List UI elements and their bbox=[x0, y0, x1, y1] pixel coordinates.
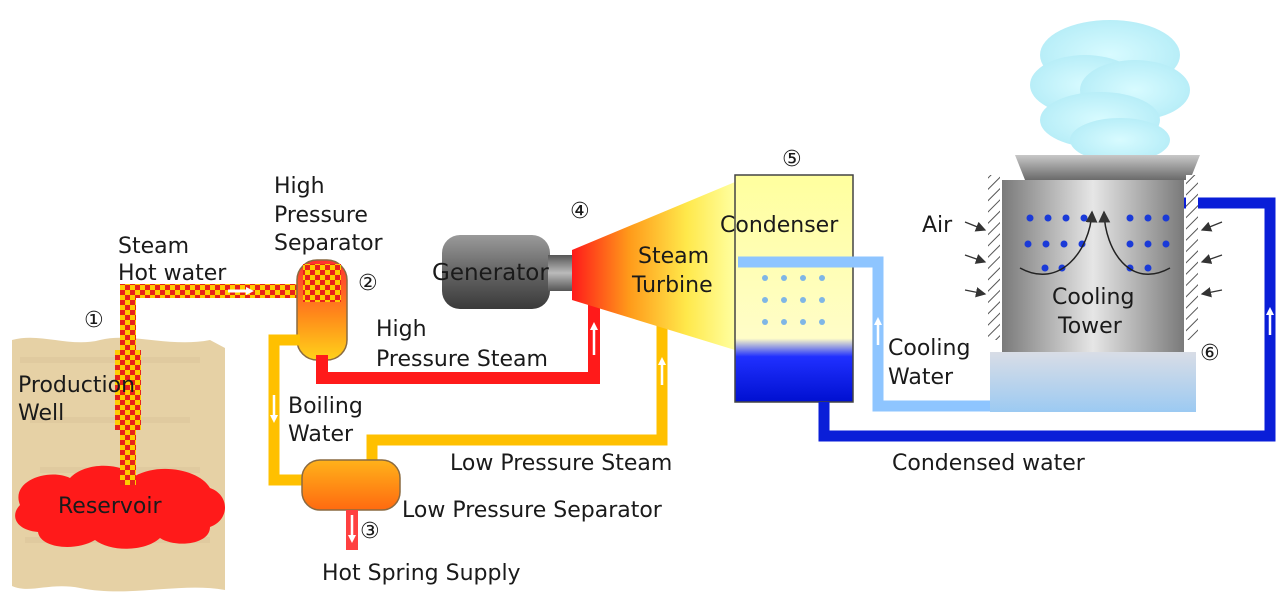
turbine-label-1: Steam bbox=[638, 244, 709, 269]
hot-water-label: Hot water bbox=[118, 261, 227, 286]
production-well-label-1: Production bbox=[18, 373, 135, 398]
air-arrows-right bbox=[1200, 221, 1223, 298]
cooling-water-label-1: Cooling bbox=[888, 336, 970, 361]
generator-icon bbox=[442, 235, 550, 309]
condensed-arrow-head bbox=[1266, 307, 1274, 315]
reservoir-shape bbox=[15, 465, 226, 549]
cooling-tower-icon bbox=[1002, 180, 1184, 355]
hot-spring-arrow-head bbox=[348, 535, 356, 543]
step-2-number: ② bbox=[358, 271, 378, 296]
airflow-curve-left bbox=[1019, 210, 1098, 275]
hp-steam-label-2: Pressure Steam bbox=[376, 347, 548, 372]
generator-shaft bbox=[548, 255, 574, 291]
production-well-label-2: Well bbox=[18, 401, 64, 426]
lp-steam-label: Low Pressure Steam bbox=[450, 451, 672, 476]
steam-hotwater-pipe bbox=[120, 284, 320, 298]
air-arrows-left bbox=[964, 221, 987, 298]
hatch-right bbox=[1186, 175, 1198, 340]
hp-separator-checker bbox=[303, 264, 341, 302]
tower-droplets bbox=[1024, 214, 1170, 272]
cooling-basin bbox=[990, 352, 1196, 412]
step-5-number: ⑤ bbox=[782, 147, 802, 172]
hp-separator-label-3: Separator bbox=[274, 231, 384, 256]
hot-spring-label: Hot Spring Supply bbox=[322, 561, 521, 586]
condenser-icon bbox=[734, 174, 854, 403]
hatch-left bbox=[988, 175, 1000, 340]
generator-label: Generator bbox=[432, 260, 549, 286]
hp-separator-label-2: Pressure bbox=[274, 203, 368, 228]
well-casing bbox=[115, 350, 141, 430]
condenser-droplets bbox=[762, 275, 825, 325]
hp-steam-label-1: High bbox=[376, 317, 427, 342]
step-6-number: ⑥ bbox=[1200, 341, 1220, 366]
airflow-curve-right bbox=[1098, 210, 1171, 275]
lp-separator-label: Low Pressure Separator bbox=[402, 498, 663, 523]
steam-turbine-icon bbox=[572, 182, 735, 350]
turbine-label-2: Turbine bbox=[631, 273, 713, 298]
step-4-number: ④ bbox=[570, 199, 590, 224]
condensed-water-label: Condensed water bbox=[892, 451, 1086, 476]
lp-separator-vessel bbox=[301, 459, 401, 511]
tower-label-1: Cooling bbox=[1052, 285, 1134, 310]
condenser-label: Condenser bbox=[720, 213, 839, 238]
cooling-arrow-head bbox=[874, 317, 882, 325]
steam-label: Steam bbox=[118, 234, 189, 259]
air-label: Air bbox=[922, 213, 953, 238]
cooling-water-label-2: Water bbox=[888, 365, 954, 390]
boiling-water-label-2: Water bbox=[288, 422, 354, 447]
ground-texture bbox=[20, 357, 210, 543]
tower-label-2: Tower bbox=[1057, 314, 1123, 339]
cooling-tower-top bbox=[1015, 155, 1200, 180]
step-3-number: ③ bbox=[360, 519, 380, 544]
boiling-water-label-1: Boiling bbox=[288, 394, 363, 419]
reservoir-label: Reservoir bbox=[58, 494, 162, 519]
flow-arrow-right-head bbox=[246, 287, 254, 295]
lp-steam-arrow-head bbox=[658, 357, 666, 365]
steam-plume bbox=[1030, 20, 1190, 162]
step-1-number: ① bbox=[84, 308, 104, 333]
hp-separator-label-1: High bbox=[274, 174, 325, 199]
hp-steam-arrow-head bbox=[590, 322, 598, 330]
boiling-arrow-head bbox=[270, 415, 278, 423]
